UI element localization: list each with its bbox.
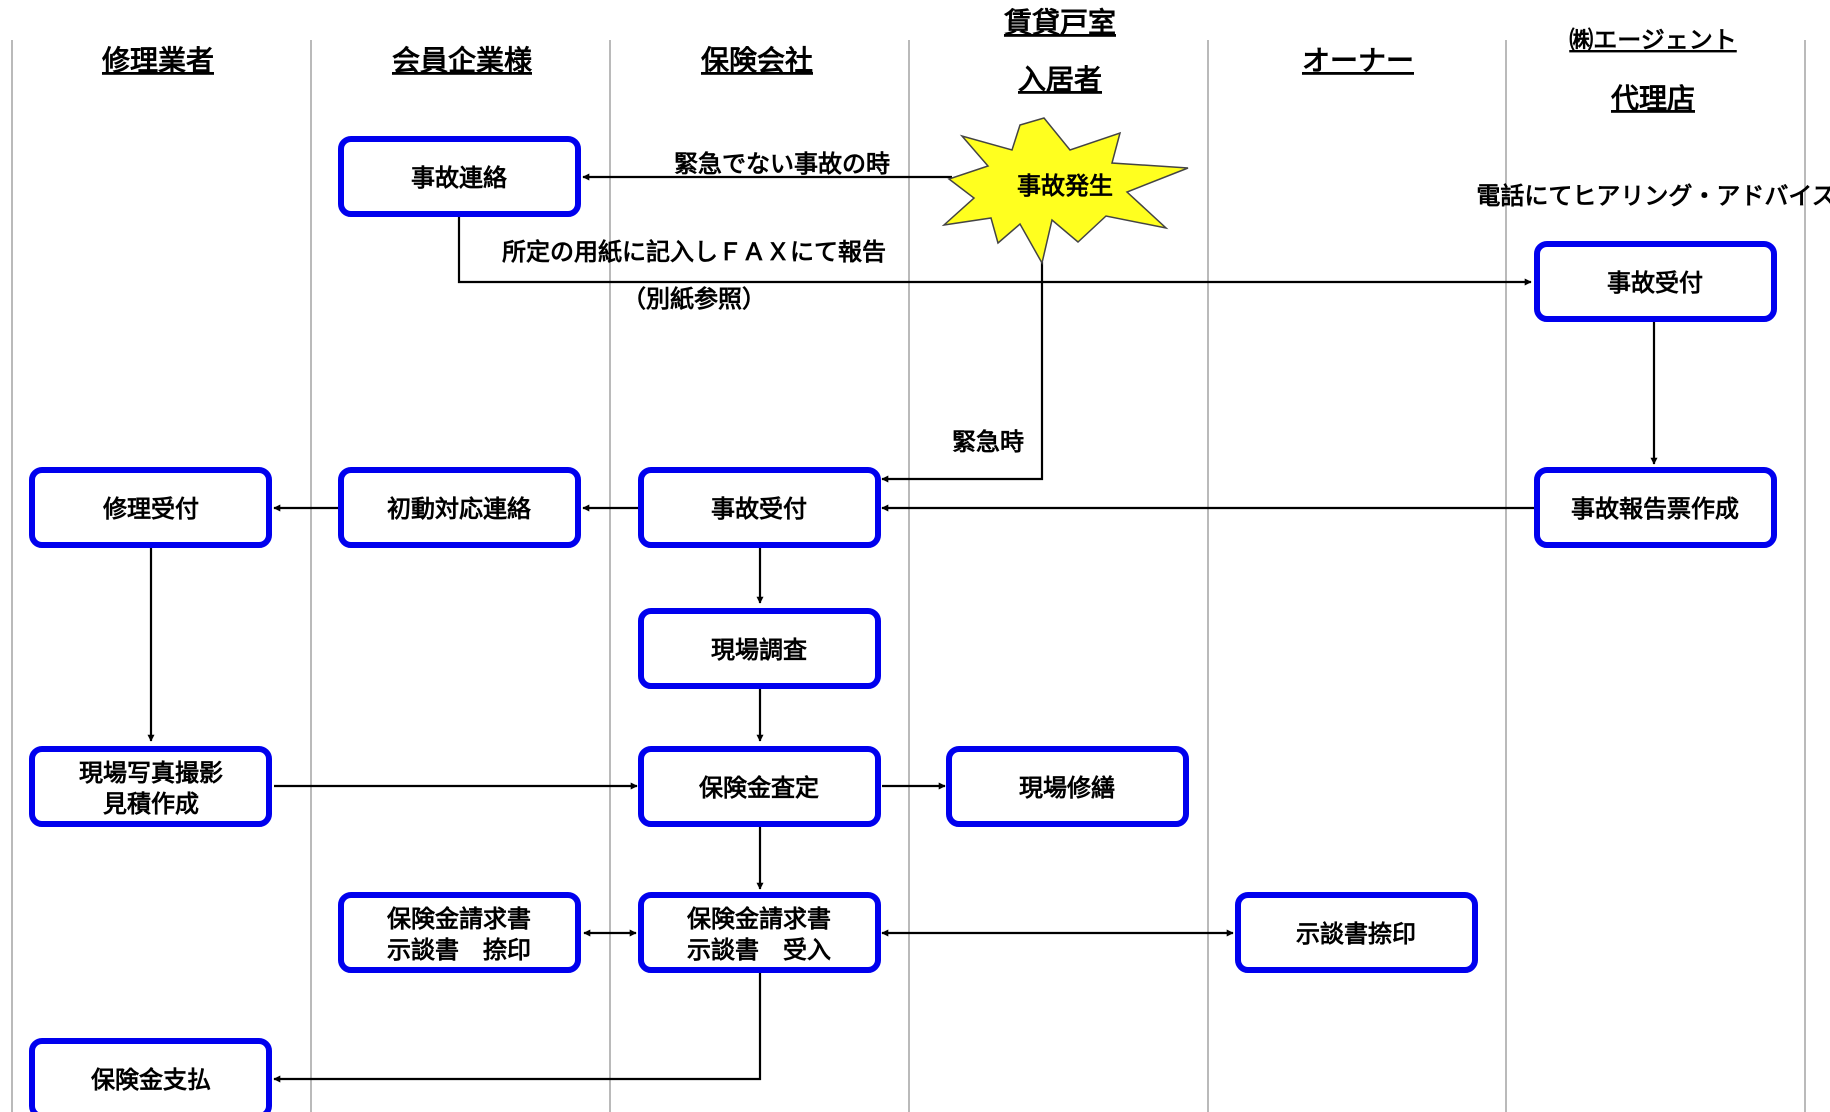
event-label: 事故発生: [1017, 172, 1113, 200]
box-owner-seal-label: 示談書捺印: [1296, 920, 1416, 948]
box-member-claim-line2: 示談書 捺印: [387, 936, 531, 964]
starburst-shape: [941, 117, 1189, 266]
box-tenant-site-repair: [946, 746, 1189, 827]
box-member-accident-contact: [338, 136, 581, 217]
label-emergency: 緊急時: [952, 428, 1024, 456]
lane-headers: 修理業者 会員企業様 保険会社 賃貸戸室 入居者 オーナー ㈱エージェント 代理…: [101, 6, 1737, 115]
box-repair-reception-label: 修理受付: [102, 495, 199, 523]
box-repair-reception: [29, 467, 272, 548]
box-insurer-site-survey-label: 現場調査: [711, 636, 807, 664]
lane-header-tenant-line2: 入居者: [1018, 63, 1102, 96]
label-non-emergency: 緊急でない事故の時: [674, 150, 890, 178]
box-member-accident-contact-label: 事故連絡: [411, 164, 508, 192]
box-agent-report-creation: [1534, 467, 1777, 548]
lane-header-repair: 修理業者: [101, 44, 214, 77]
lane-header-agent-line2: 代理店: [1610, 82, 1695, 115]
box-repair-photo-estimate: [29, 746, 272, 827]
process-boxes: 事故連絡 事故受付 修理受付 初動対応連絡 事故受付 事故報告票作成 現場調査 …: [29, 136, 1777, 1112]
box-insurer-accident-reception: [638, 467, 881, 548]
box-insurer-claim: [638, 892, 881, 973]
arrow-fax-report: [457, 214, 1532, 286]
box-repair-photo-line1: 現場写真撮影: [79, 759, 223, 787]
box-insurer-accident-reception-label: 事故受付: [711, 495, 807, 523]
lane-header-tenant-line1: 賃貸戸室: [1003, 6, 1116, 39]
arrow-emergency: [881, 262, 1044, 483]
box-agent-accident-reception: [1534, 241, 1777, 322]
box-repair-payment: [29, 1038, 272, 1112]
box-repair-payment-label: 保険金支払: [90, 1066, 211, 1094]
lane-header-owner: オーナー: [1302, 44, 1414, 77]
box-insurer-claim-line2: 示談書 受入: [687, 936, 831, 964]
box-insurer-assessment: [638, 746, 881, 827]
box-insurer-site-survey: [638, 608, 881, 689]
box-member-initial-response-label: 初動対応連絡: [387, 495, 532, 523]
box-repair-photo-line2: 見積作成: [103, 790, 199, 818]
box-agent-accident-reception-label: 事故受付: [1607, 269, 1703, 297]
lane-header-member: 会員企業様: [392, 44, 533, 77]
box-member-claim: [338, 892, 581, 973]
box-owner-seal: [1235, 892, 1478, 973]
box-tenant-site-repair-label: 現場修繕: [1019, 774, 1115, 802]
box-insurer-claim-line1: 保険金請求書: [686, 905, 831, 933]
label-fax-report: 所定の用紙に記入しＦＡＸにて報告: [502, 238, 886, 266]
annotation-labels: 緊急でない事故の時 所定の用紙に記入しＦＡＸにて報告 （別紙参照） 緊急時 電話…: [502, 150, 1830, 456]
box-member-claim-line1: 保険金請求書: [386, 905, 531, 933]
lane-header-agent-line1: ㈱エージェント: [1569, 26, 1737, 54]
box-agent-report-creation-label: 事故報告票作成: [1571, 495, 1739, 523]
lane-dividers: [11, 40, 1806, 1112]
label-phone-advice: 電話にてヒアリング・アドバイス: [1476, 182, 1830, 210]
box-member-initial-response: [338, 467, 581, 548]
label-separate-sheet: （別紙参照）: [622, 285, 766, 313]
box-insurer-assessment-label: 保険金査定: [698, 774, 819, 802]
arrow-claim-to-payment: [273, 973, 762, 1083]
accident-burst: 事故発生: [941, 117, 1189, 266]
lane-header-insurer: 保険会社: [701, 44, 813, 77]
connectors: [147, 173, 1658, 1083]
